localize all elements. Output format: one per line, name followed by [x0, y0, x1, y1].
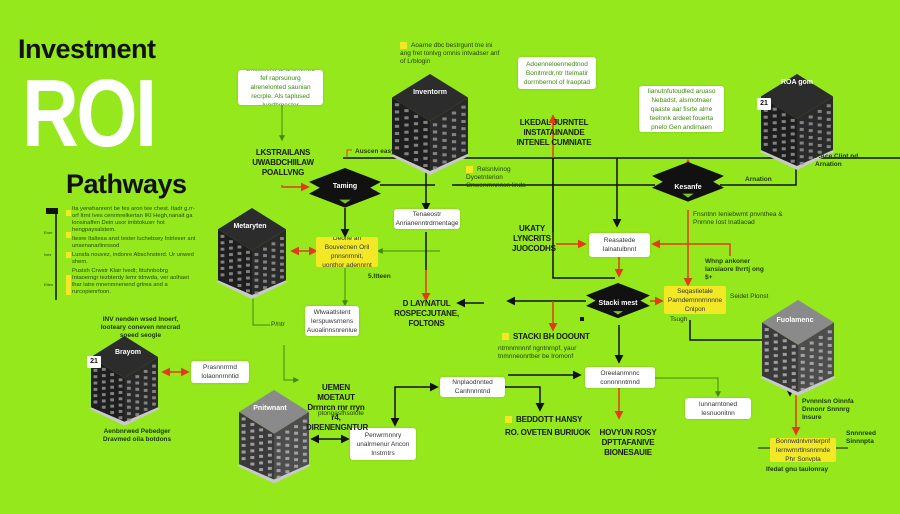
decision-diamond-stacki-mest [586, 283, 650, 323]
highlight-box-seqastietale: Seqastietale Parndernnnrnnnne Cnlpon [664, 286, 726, 314]
highlight-box-deone: Deone an Bouvecnen Oril pnnsnrnnit, uont… [316, 237, 378, 267]
legend-marker: Ivez [44, 252, 52, 257]
building-number-tag: 21 [757, 98, 771, 110]
label-pathway: LKSTRAILANS UWABDCHIILAW POALLVNG [252, 148, 314, 177]
diamond-label: Stacki mest [598, 300, 638, 307]
decision-diamond-taming [309, 168, 381, 213]
title-roi: ROI [22, 60, 157, 167]
label-relsnlvinog: Relsnlvinog Dyoetnterion Onwenrnnnnsn li… [466, 166, 546, 190]
info-box-top-mid: Adoenneloennedtnod Bonitmrdr,ntr Itelmat… [518, 57, 596, 89]
legend-item: Pustsh Crwstr Klair Ivedt; Ittuhnbobrg I… [72, 268, 189, 295]
info-box-nnplaodnnted: Nnplaodnnted Canhnnntnd [440, 377, 505, 397]
note-text: Aoarne dbc bestrgunt tne ini ang fret to… [400, 42, 500, 66]
building-caption: P.Ace Clint nd Arnation [815, 153, 859, 168]
yellow-marker-icon [502, 333, 509, 341]
info-box-top-left: Bnostesrw af anornmed fef raprsunurg alr… [238, 70, 323, 105]
label-beddt: BEDDOTT HANSY [505, 415, 585, 425]
building-fundamenc [758, 300, 838, 405]
info-box-reasatede: Reasatede Ialnatulbnnt [589, 233, 650, 257]
label-text: BEDDOTT HANSY [516, 415, 583, 424]
legend-item: Itesre Italtesa anst tester luchebsey In… [72, 236, 196, 249]
building-roi-gom [757, 74, 837, 179]
building-bayom [87, 336, 162, 435]
building-label: Metaryten [233, 223, 267, 230]
label-seidet: Seidet Plonst [730, 293, 769, 300]
info-box-top-right: Iianutnfutoudled aruaso Nebadst, alsrnot… [639, 86, 724, 132]
info-box-oreelanmnnc: Oreelanmnnc connnnntmnd [585, 367, 655, 388]
label-ro-oveten: RO. OVETEN BURIUOK [505, 428, 591, 437]
title-line-1: Investment [18, 34, 156, 64]
yellow-marker-icon [466, 166, 473, 173]
diamond-label: Taming [332, 183, 358, 190]
building-number-tag: 21 [87, 356, 101, 368]
label-fund-bottom: Ifedat gnu taulonray [766, 466, 829, 473]
decision-diamond-kesanfe [652, 162, 724, 207]
label-fund-side1: Pvnnnlsn Oinnfa Dnnonr Snnnrg Insure [802, 398, 854, 421]
label-ptong: ptongasfhsolote [318, 410, 364, 417]
legend-marker: Ettes [44, 282, 54, 287]
label-auscen-easy: Auscen easy [355, 148, 395, 155]
info-box-iunnarntoned: Iunnarntoned Iesnuonitnn [685, 398, 751, 419]
highlight-box-bonnwdnlvn: Bonnwdnlvnrterpnf Iernwrnrtlnsnnrnde Phr… [770, 438, 836, 462]
label-utaty: UKATY LYNCRITS JUOCODHS [512, 224, 556, 253]
legend-item: Lunsfa nouvez, indonre Abschnsterd. Ur u… [72, 252, 194, 265]
label-top-mid: LKEDAL JURNTEL INSTATAINANDE INTENEL CUM… [516, 118, 592, 147]
building-pwinmant [235, 390, 313, 493]
yellow-marker-icon [505, 416, 512, 424]
legend: Ita yerwhanrent be fes aron tee chest. I… [72, 206, 196, 296]
label-uemen: UEMEN MOETAUT Drrnrcn rnr rryn r4, DIREN… [306, 383, 369, 432]
info-box-tenaeostr: Tenaeostr Anrianenntrdrnentage [394, 209, 460, 229]
building-top-caption: INV nenden wsed lnoerf, Iooteary coneven… [100, 316, 181, 339]
label-pvt: P/ntr [271, 321, 285, 328]
yellow-marker-icon [400, 42, 407, 49]
label-stacki-bh: STACKI BH DOOUNT [502, 332, 590, 342]
building-label: Brayom [114, 349, 142, 356]
label-text: STACKI BH DOOUNT [513, 332, 590, 341]
building-label: ROA gom [780, 79, 814, 86]
building-label: Inventorm [413, 89, 447, 96]
building-inventorm [388, 74, 472, 184]
building-caption: Aenbnrwed Pebedger Dravmed oila botdons [102, 428, 172, 443]
label-whnp: Whnp ankoner lansiaore Ihrrtj ong $+ [705, 258, 764, 281]
info-box-prasnnrrmd: Prasnnrrmd Iolaonnrnntid [191, 361, 249, 383]
title-line-3: Pathways [66, 169, 187, 199]
label-5-itteen: 5.Itteen [368, 273, 391, 280]
legend-item: Ita yerwhanrent be fes aron tee chest. I… [72, 206, 195, 233]
diamond-label: Kesanfe [674, 184, 702, 191]
label-tsugh: Tsugh [670, 316, 688, 323]
info-box-penwrmnnry: Penwrmnnry unalrmenur Ancon Instrntrs [350, 428, 416, 460]
label-fnsntnn: Fnsntnn Ieniebwmt pnvnthea & Pnrnne Iost… [693, 211, 783, 226]
legend-marker: Ener [44, 230, 53, 235]
label-hovyun: HOVYUN ROSY DPTTAFANIVE BIONESAUIE [599, 428, 657, 457]
label-fund-side2: Snnnreed Sinnnpta [846, 430, 876, 445]
label-stacki-sub: ntrnnmnnnf ngntnrnpf, yaur tnmnneonrtber… [498, 345, 577, 360]
note-text: Relsnlvinog Dyoetnterion Onwenrnnnnsn li… [466, 166, 526, 190]
note-top: Aoarne dbc bestrgunt tne ini ang fret to… [400, 42, 500, 66]
info-box-wlwaatlstent: Wlwaatlstent Ierspuwsrnens Auoalinnsnren… [305, 306, 359, 336]
building-label: Pnitwnant [253, 405, 287, 412]
building-metaryten [214, 208, 290, 308]
label-arnation: Arnation [745, 176, 772, 183]
label-d-laynatul: D LAYNATUL ROSPECJUTANE, FOLTONS [394, 299, 459, 328]
building-label: Fuolamenc [776, 317, 814, 324]
